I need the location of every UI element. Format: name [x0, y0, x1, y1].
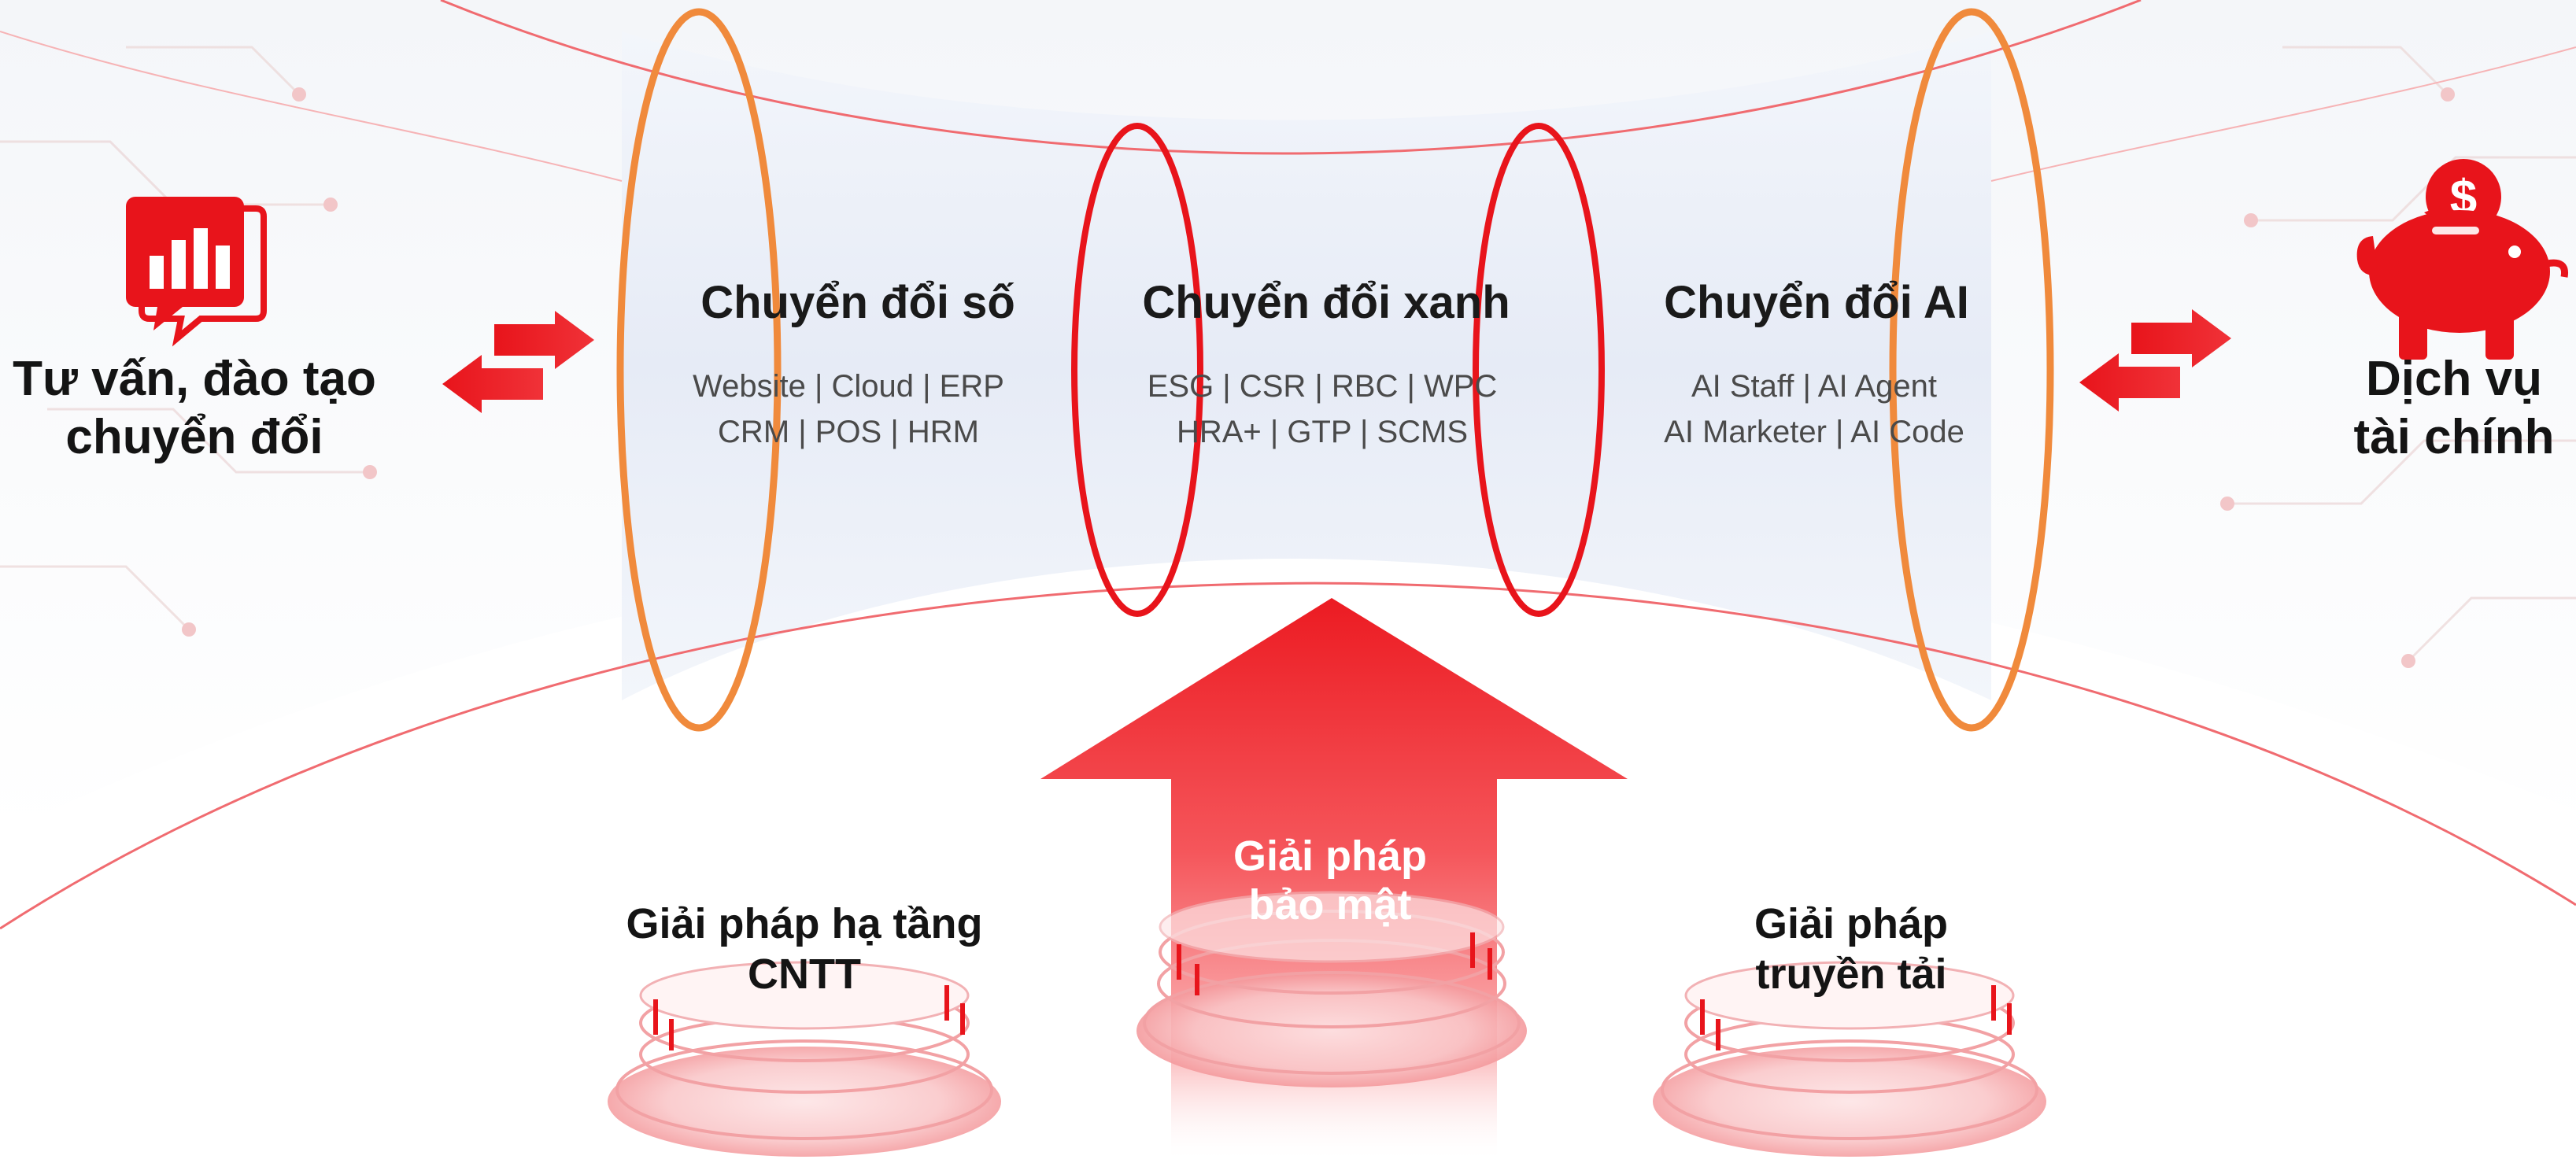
stage-digital-title: Chuyển đổi số	[700, 277, 1015, 328]
stage-ai-items: AI Staff | AI Agent AI Marketer | AI Cod…	[1664, 364, 1964, 455]
security-label-line2: bảo mật	[1248, 881, 1412, 929]
platform-center-stack	[1136, 891, 1527, 1087]
stage-digital-items-line2: CRM | POS | HRM	[718, 415, 979, 449]
ring-green-right	[1473, 123, 1605, 617]
chat-bar-chart-icon	[126, 197, 267, 347]
stage-green-title: Chuyển đổi xanh	[1142, 277, 1510, 328]
transmission-label-line1: Giải pháp	[1754, 900, 1949, 947]
left-double-arrow-icon	[442, 311, 594, 413]
stage-ai-items-line2: AI Marketer | AI Code	[1664, 415, 1964, 449]
platform-right-stack	[1653, 961, 2046, 1157]
circuit-decoration	[0, 46, 2576, 663]
stage-green-items-line1: ESG | CSR | RBC | WPC	[1147, 369, 1498, 404]
infrastructure-solution-label: Giải pháp hạ tầng CNTT	[626, 899, 982, 999]
security-label-line1: Giải pháp	[1233, 833, 1428, 880]
right-service-line2: tài chính	[2353, 410, 2555, 464]
transmission-label-line2: truyền tải	[1755, 951, 1947, 998]
right-service-title: Dịch vụ tài chính	[2354, 350, 2555, 467]
platform-left-stack	[608, 961, 1001, 1157]
outer-curve-left	[0, 31, 623, 182]
right-double-arrow-icon	[2079, 309, 2231, 412]
left-service-title: Tư vấn, đào tạo chuyển đổi	[13, 350, 376, 467]
stage-ai-items-line1: AI Staff | AI Agent	[1691, 369, 1938, 404]
transformation-band	[622, 31, 1991, 700]
left-service-line1: Tư vấn, đào tạo	[13, 352, 376, 406]
ring-green-left	[1071, 123, 1203, 617]
security-solution-label: Giải pháp bảo mật	[1233, 832, 1427, 929]
transmission-solution-label: Giải pháp truyền tải	[1754, 899, 1948, 999]
infrastructure-label-line1: Giải pháp hạ tầng	[626, 900, 983, 947]
stage-digital-items-line1: Website | Cloud | ERP	[693, 369, 1004, 404]
stage-digital-items: Website | Cloud | ERP CRM | POS | HRM	[693, 364, 1004, 455]
outer-curve-right	[1990, 46, 2576, 182]
right-service-line1: Dịch vụ	[2366, 352, 2542, 406]
band-bottom-edge	[0, 582, 2576, 930]
ring-ai	[1889, 8, 2054, 732]
circuit-nodes	[182, 87, 2455, 668]
stage-ai-title: Chuyển đổi AI	[1664, 277, 1969, 328]
infrastructure-label-line2: CNTT	[748, 951, 861, 998]
ring-digital	[616, 8, 782, 732]
stage-green-items-line2: HRA+ | GTP | SCMS	[1176, 415, 1469, 449]
band-top-edge	[440, 0, 2142, 155]
piggy-bank-dollar-icon: $	[2356, 159, 2569, 360]
stage-green-items: ESG | CSR | RBC | WPC HRA+ | GTP | SCMS	[1148, 364, 1498, 455]
left-service-line2: chuyển đổi	[65, 410, 323, 464]
